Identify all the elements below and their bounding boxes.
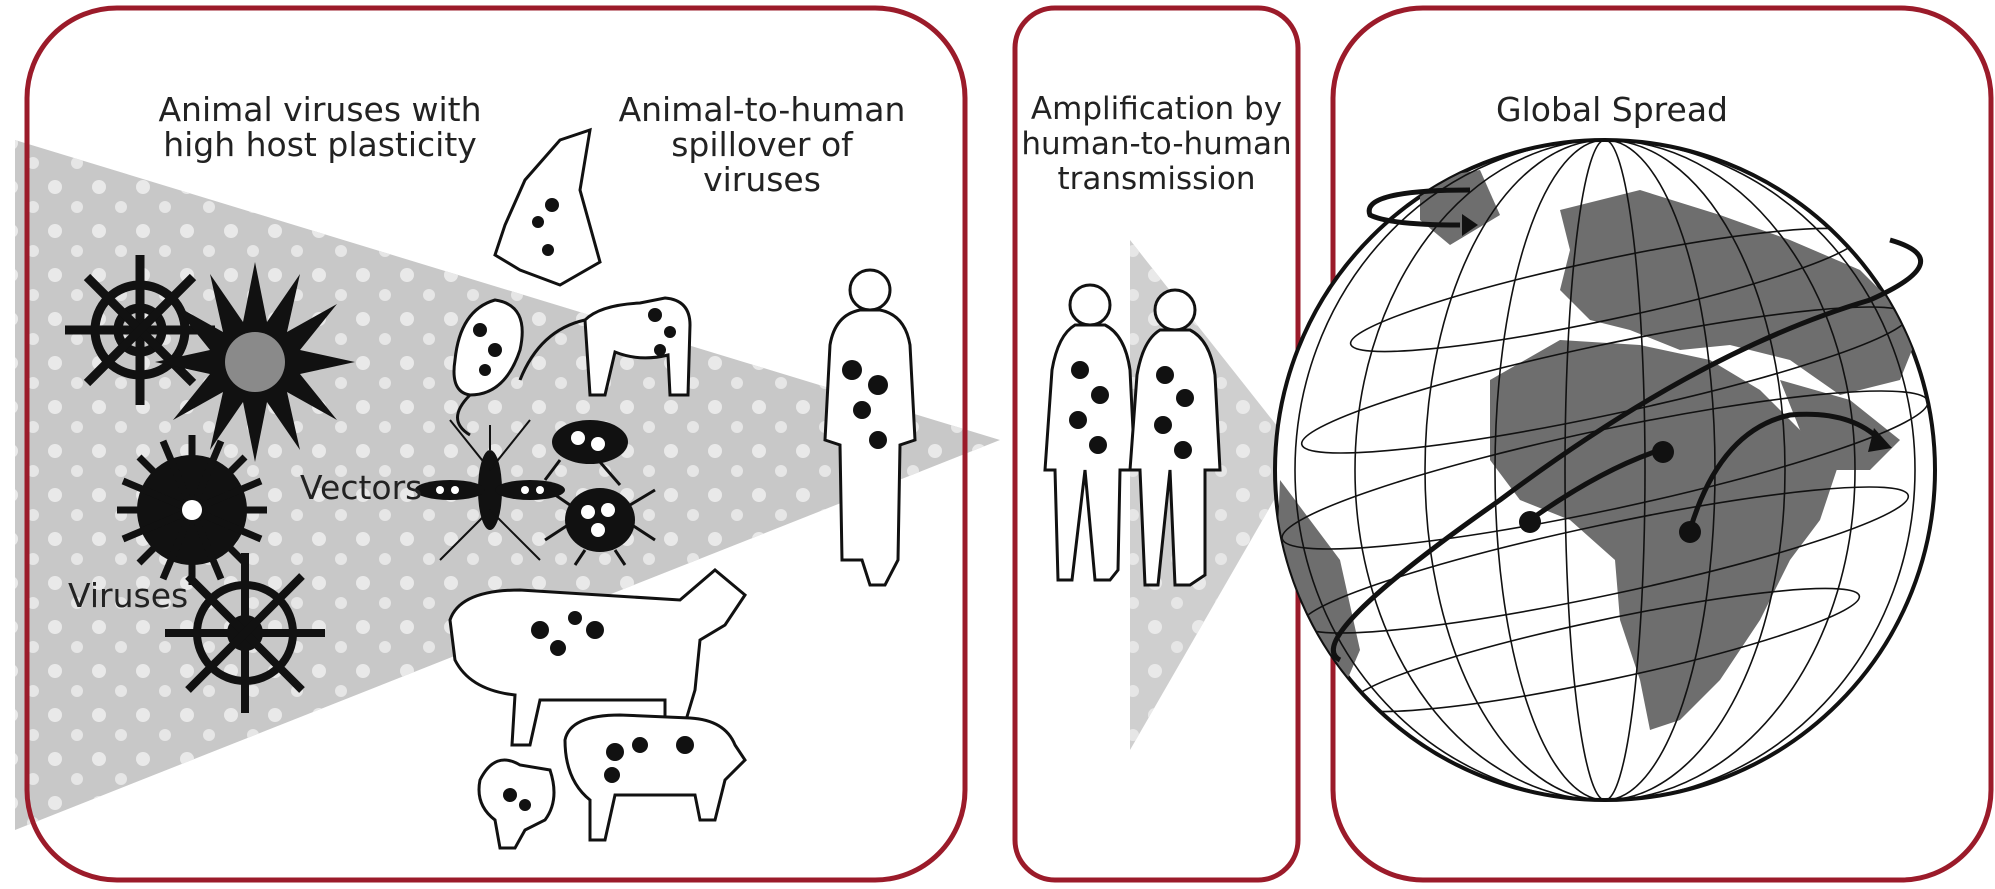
pig-icon xyxy=(565,715,745,840)
human-icon xyxy=(1045,285,1135,580)
amplification-heading: Amplification by human-to-human transmis… xyxy=(1018,92,1295,197)
human-icon xyxy=(825,270,915,585)
chicken-icon xyxy=(479,760,554,848)
global-spread-heading: Global Spread xyxy=(1462,92,1762,127)
viruses-label: Viruses xyxy=(68,578,208,613)
spillover-heading: Animal-to-human spillover of viruses xyxy=(612,92,912,197)
bat-icon xyxy=(495,130,600,285)
virus-icon xyxy=(65,255,215,405)
host-plasticity-heading: Animal viruses with high host plasticity xyxy=(150,92,490,162)
virus-icon xyxy=(165,553,325,713)
globe-icon xyxy=(1274,140,1936,800)
vectors-label: Vectors xyxy=(300,470,440,505)
